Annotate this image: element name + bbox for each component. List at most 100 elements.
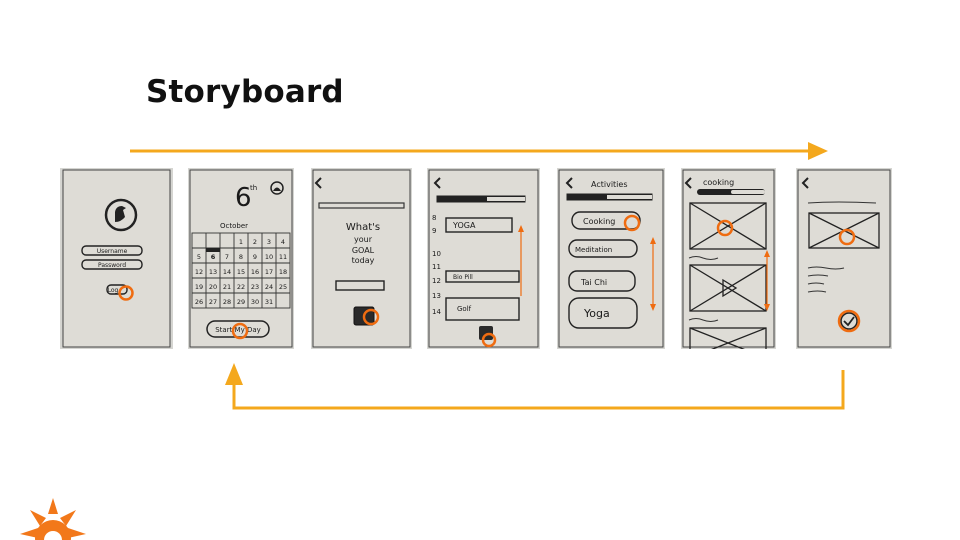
activity-item[interactable] — [568, 239, 638, 258]
activity-label: Meditation — [575, 246, 612, 254]
check-button[interactable] — [840, 312, 858, 330]
activity-item[interactable] — [568, 297, 638, 329]
calendar-day-suffix: th — [250, 184, 257, 192]
calendar-date[interactable]: 13 — [209, 268, 217, 276]
activity-label: Yoga — [583, 307, 610, 320]
password-label: Password — [98, 262, 126, 269]
calendar-date[interactable]: 23 — [251, 283, 259, 291]
add-button[interactable] — [479, 326, 493, 340]
calendar-date[interactable]: 6 — [211, 253, 216, 261]
tap-marker — [837, 309, 861, 333]
calendar-date[interactable]: 20 — [209, 283, 217, 291]
sketch-frame-goal: What's your GOAL today — [311, 168, 412, 349]
calendar-date[interactable]: 16 — [251, 268, 259, 276]
play-marker — [838, 228, 856, 246]
calendar-date[interactable]: 24 — [265, 283, 273, 291]
tap-marker — [716, 219, 734, 237]
schedule-item[interactable] — [445, 297, 520, 321]
back-icon[interactable] — [433, 177, 441, 189]
calendar-date[interactable]: 1 — [239, 238, 243, 246]
goal-line-4: today — [352, 256, 375, 265]
login-button[interactable] — [106, 284, 128, 295]
hour-label: 14 — [432, 308, 441, 316]
activity-label: Cooking — [583, 217, 615, 226]
calendar-date[interactable]: 27 — [209, 298, 217, 306]
tap-marker — [481, 332, 497, 348]
calendar-date[interactable]: 17 — [265, 268, 273, 276]
goal-line-1: What's — [346, 222, 380, 233]
calendar-date[interactable]: 30 — [251, 298, 259, 306]
calendar-date[interactable]: 7 — [225, 253, 229, 261]
calendar-date[interactable]: 18 — [279, 268, 287, 276]
goal-line-3: GOAL — [352, 246, 375, 255]
slide-title: Storyboard — [146, 74, 344, 110]
video-thumbnail[interactable] — [689, 202, 767, 250]
calendar-date[interactable]: 14 — [223, 268, 231, 276]
tap-marker — [118, 285, 134, 301]
sun-logo-icon — [20, 498, 86, 540]
hour-label: 11 — [432, 263, 441, 271]
tap-marker — [231, 322, 249, 340]
password-field[interactable] — [81, 259, 143, 270]
username-label: Username — [97, 248, 128, 255]
calendar-date[interactable]: 2 — [253, 238, 257, 246]
back-icon[interactable] — [801, 177, 809, 189]
hour-label: 8 — [432, 214, 436, 222]
calendar-month: October — [220, 222, 248, 230]
calendar-date[interactable]: 4 — [281, 238, 285, 246]
video-thumbnail[interactable] — [689, 327, 767, 349]
hour-label: 12 — [432, 277, 441, 285]
goal-line-2: your — [354, 235, 373, 244]
activities-header: Activities — [591, 180, 628, 189]
calendar-date[interactable]: 8 — [239, 253, 243, 261]
calendar-date[interactable]: 11 — [279, 253, 287, 261]
calendar-date[interactable]: 19 — [195, 283, 203, 291]
tap-marker — [623, 214, 641, 232]
hour-label: 10 — [432, 250, 441, 258]
calendar-date[interactable]: 29 — [237, 298, 245, 306]
schedule-item-label: YOGA — [452, 221, 476, 230]
return-arrow — [225, 363, 845, 410]
calendar-date[interactable]: 15 — [237, 268, 245, 276]
calendar-date[interactable]: 21 — [223, 283, 231, 291]
check-icon — [843, 316, 855, 327]
username-field[interactable] — [81, 245, 143, 256]
activity-item[interactable] — [571, 211, 641, 230]
profile-icon[interactable] — [270, 181, 284, 195]
activity-item[interactable] — [568, 270, 636, 292]
forward-arrow — [130, 142, 828, 160]
hour-label: 9 — [432, 227, 436, 235]
back-icon[interactable] — [565, 177, 573, 189]
sketch-frame-cooking: cooking — [681, 168, 776, 349]
calendar-date[interactable]: 5 — [197, 253, 201, 261]
calendar-date[interactable]: 9 — [253, 253, 257, 261]
schedule-item[interactable] — [445, 270, 520, 283]
calendar-date[interactable]: 26 — [195, 298, 203, 306]
goal-input[interactable] — [335, 280, 385, 291]
sketch-frame-login: Username Password Log — [60, 168, 173, 349]
calendar-day: 6 — [235, 183, 252, 213]
video-thumbnail[interactable] — [689, 264, 767, 312]
hour-label: 13 — [432, 292, 441, 300]
calendar-date[interactable]: 22 — [237, 283, 245, 291]
back-icon[interactable] — [684, 177, 692, 189]
calendar-date[interactable]: 12 — [195, 268, 203, 276]
sketch-frame-activities: Activities Cooking Meditation Tai Chi Yo… — [557, 168, 665, 349]
calendar-date[interactable]: 10 — [265, 253, 273, 261]
logo-icon — [104, 198, 138, 232]
schedule-item-label: Golf — [457, 305, 472, 313]
calendar-date[interactable]: 25 — [279, 283, 287, 291]
cooking-header: cooking — [703, 178, 734, 187]
calendar-date[interactable]: 31 — [265, 298, 273, 306]
schedule-item-label: Bio Pill — [453, 274, 473, 281]
sketch-frame-schedule: 8 9 10 11 12 13 14 YOGA Bio Pill Golf — [427, 168, 540, 349]
schedule-item[interactable] — [445, 217, 513, 233]
sketch-frame-video — [796, 168, 892, 349]
back-icon[interactable] — [314, 177, 322, 189]
calendar-date[interactable]: 28 — [223, 298, 231, 306]
activity-label: Tai Chi — [580, 278, 607, 287]
calendar-date[interactable]: 3 — [267, 238, 271, 246]
start-day-label: Start My Day — [215, 326, 261, 334]
